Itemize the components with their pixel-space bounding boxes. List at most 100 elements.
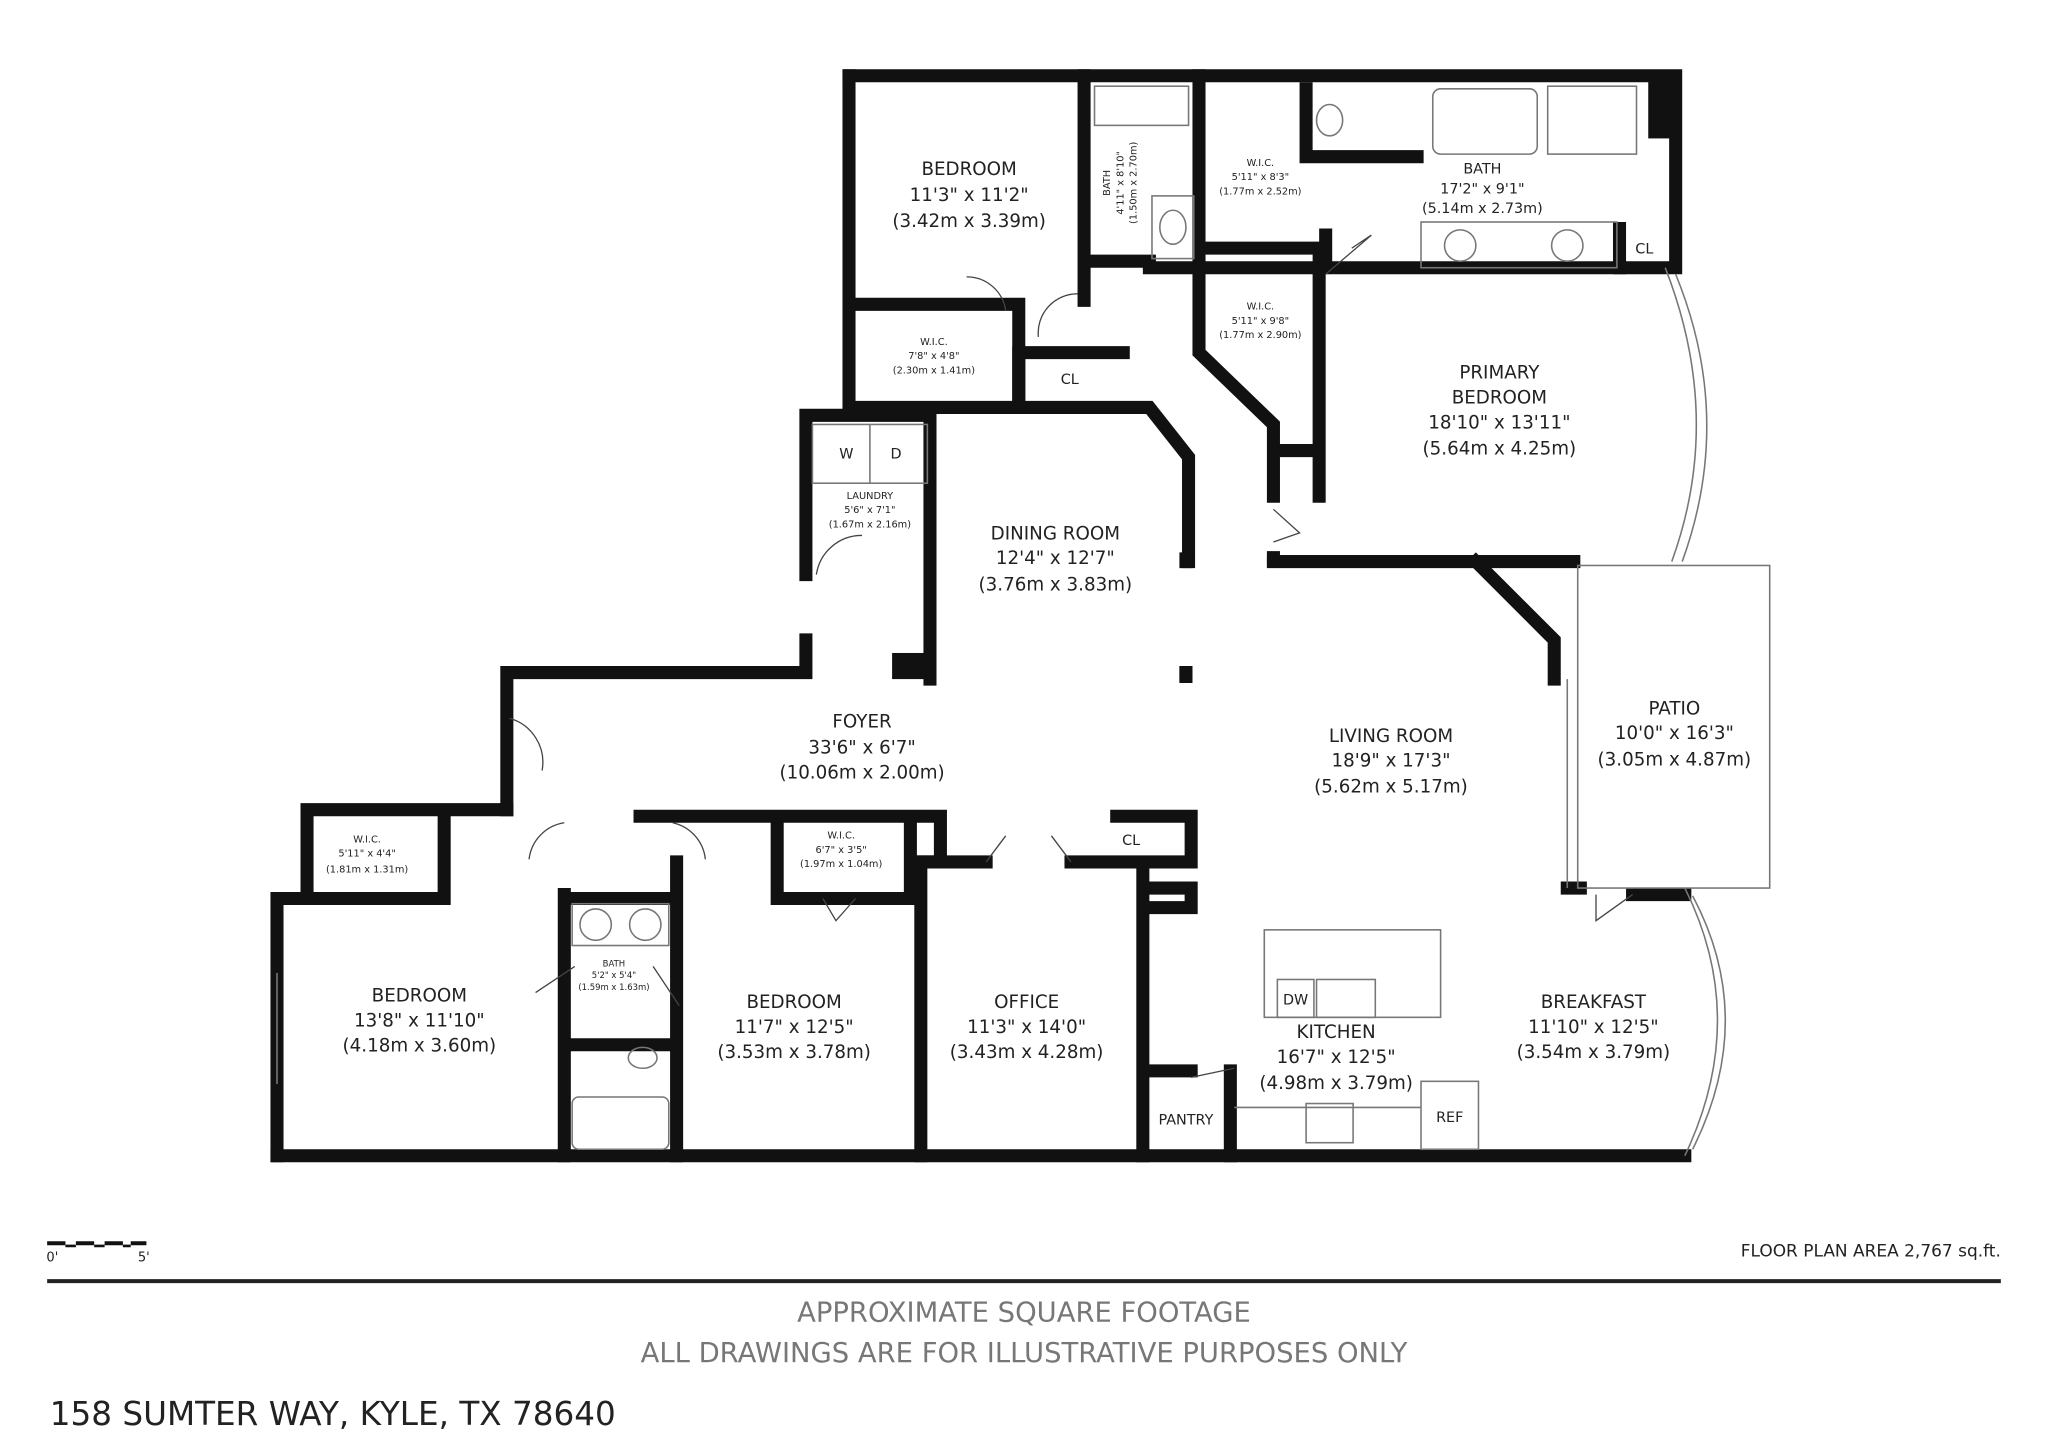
room-bedroom-mid: BEDROOM 11'7" x 12'5" (3.53m x 3.78m)	[717, 992, 871, 1063]
closet-label: CL	[1635, 241, 1653, 257]
room-size-imperial: 12'4" x 12'7"	[996, 548, 1115, 569]
room-name: W.I.C.	[1247, 158, 1275, 169]
refrigerator	[1420, 1080, 1480, 1151]
floor-plan-area: FLOOR PLAN AREA 2,767 sq.ft.	[1741, 1241, 2001, 1261]
room-size-metric: (1.67m x 2.16m)	[829, 520, 911, 531]
room-size-metric: (3.43m x 4.28m)	[950, 1042, 1104, 1063]
room-foyer: FOYER 33'6" x 6'7" (10.06m x 2.00m)	[779, 711, 944, 783]
room-size-metric: (5.62m x 5.17m)	[1314, 777, 1468, 798]
dishwasher-label: DW	[1283, 992, 1308, 1008]
room-size-imperial: 11'10" x 12'5"	[1528, 1017, 1659, 1038]
room-size-imperial: 5'6" x 7'1"	[844, 505, 895, 516]
room-name: BREAKFAST	[1541, 992, 1647, 1013]
room-size-metric: (3.76m x 3.83m)	[979, 574, 1133, 595]
room-size-metric: (1.77m x 2.90m)	[1219, 330, 1301, 341]
walls	[270, 69, 1692, 1163]
dishwasher-box	[1276, 978, 1315, 1019]
room-size-imperial: 13'8" x 11'10"	[354, 1010, 485, 1031]
disclaimer-line-2: ALL DRAWINGS ARE FOR ILLUSTRATIVE PURPOS…	[641, 1338, 1408, 1369]
room-size-metric: (1.97m x 1.04m)	[800, 859, 882, 870]
bathtub-mid	[571, 1096, 670, 1151]
room-name: PRIMARY	[1459, 363, 1540, 384]
room-size-imperial: 4'11" x 8'10"	[1115, 151, 1126, 215]
room-size-metric: (5.14m x 2.73m)	[1422, 201, 1543, 217]
sink	[1315, 978, 1377, 1019]
room-bath-mid: BATH 5'2" x 5'4" (1.59m x 1.63m)	[578, 958, 649, 992]
room-size-metric: (3.05m x 4.87m)	[1598, 749, 1752, 770]
room-name: LIVING ROOM	[1329, 726, 1453, 747]
room-size-metric: (1.81m x 1.31m)	[326, 864, 408, 875]
room-size-metric: (10.06m x 2.00m)	[779, 762, 944, 783]
washer-label: W	[839, 446, 853, 462]
room-name: LAUNDRY	[847, 491, 894, 502]
room-dining: DINING ROOM 12'4" x 12'7" (3.76m x 3.83m…	[979, 523, 1133, 595]
shower	[1546, 85, 1638, 155]
room-kitchen: KITCHEN 16'7" x 12'5" (4.98m x 3.79m)	[1259, 1022, 1413, 1094]
shower-top	[1093, 85, 1190, 127]
room-name: BEDROOM	[372, 986, 467, 1007]
room-wic-mid: W.I.C. 6'7" x 3'5" (1.97m x 1.04m)	[800, 830, 882, 870]
room-size-metric: (3.53m x 3.78m)	[717, 1042, 871, 1063]
room-bath-primary: BATH 17'2" x 9'1" (5.14m x 2.73m)	[1422, 162, 1543, 217]
room-size-metric: (1.59m x 1.63m)	[578, 982, 649, 992]
room-name: DINING ROOM	[991, 523, 1120, 544]
scale-end: 5'	[138, 1251, 150, 1266]
room-size-imperial: 17'2" x 9'1"	[1440, 181, 1524, 197]
room-size-imperial: 18'10" x 13'11"	[1428, 412, 1570, 433]
room-size-imperial: 7'8" x 4'8"	[908, 351, 959, 362]
room-wic-primary-1: W.I.C. 5'11" x 8'3" (1.77m x 2.52m)	[1219, 158, 1301, 198]
room-size-metric: (4.18m x 3.60m)	[343, 1035, 497, 1056]
room-wic-left: W.I.C. 5'11" x 4'4" (1.81m x 1.31m)	[326, 834, 408, 875]
room-size-metric: (1.50m x 2.70m)	[1128, 142, 1139, 224]
disclaimer-line-1: APPROXIMATE SQUARE FOOTAGE	[797, 1298, 1251, 1329]
room-name: BATH	[603, 958, 626, 968]
room-size-imperial: 10'0" x 16'3"	[1615, 723, 1734, 744]
room-size-imperial: 5'11" x 9'8"	[1232, 316, 1290, 327]
room-bedroom-top: BEDROOM 11'3" x 11'2" (3.42m x 3.39m)	[892, 159, 1046, 232]
room-wic-primary-2: W.I.C. 5'11" x 9'8" (1.77m x 2.90m)	[1219, 302, 1301, 342]
room-patio: PATIO 10'0" x 16'3" (3.05m x 4.87m)	[1598, 698, 1752, 770]
room-name: OFFICE	[994, 992, 1059, 1013]
room-size-imperial: 18'9" x 17'3"	[1331, 751, 1450, 772]
scale-bar: 0' 5'	[46, 1241, 150, 1266]
room-size-imperial: 5'11" x 4'4"	[338, 849, 396, 860]
dryer-label: D	[890, 446, 901, 462]
room-size-imperial: 5'11" x 8'3"	[1232, 172, 1290, 183]
room-size-imperial: 33'6" x 6'7"	[808, 738, 915, 759]
room-name: FOYER	[832, 711, 892, 732]
room-living: LIVING ROOM 18'9" x 17'3" (5.62m x 5.17m…	[1314, 726, 1468, 798]
room-size-imperial: 16'7" x 12'5"	[1277, 1047, 1396, 1068]
room-name: W.I.C.	[827, 830, 855, 841]
room-name: BATH	[1102, 170, 1113, 196]
room-name: PATIO	[1648, 698, 1700, 719]
room-breakfast: BREAKFAST 11'10" x 12'5" (3.54m x 3.79m)	[1517, 992, 1671, 1063]
windows-and-fixtures	[276, 85, 1771, 1157]
room-size-metric: (3.42m x 3.39m)	[892, 211, 1046, 232]
room-size-imperial: 11'7" x 12'5"	[735, 1017, 854, 1038]
patio-outline	[1576, 564, 1771, 889]
closet-label: CL	[1061, 372, 1079, 388]
room-name: W.I.C.	[1247, 302, 1275, 313]
scale-start: 0'	[46, 1251, 58, 1266]
room-size-imperial: 5'2" x 5'4"	[592, 970, 636, 980]
room-name: BATH	[1463, 162, 1501, 178]
room-size-metric: (2.30m x 1.41m)	[893, 366, 975, 377]
room-size-imperial: 11'3" x 11'2"	[910, 185, 1029, 206]
room-name: W.I.C.	[920, 337, 948, 348]
refrigerator-label: REF	[1436, 1110, 1463, 1126]
room-size-metric: (1.77m x 2.52m)	[1219, 187, 1301, 198]
room-name: W.I.C.	[353, 834, 381, 845]
room-size-metric: (5.64m x 4.25m)	[1423, 438, 1577, 459]
room-office: OFFICE 11'3" x 14'0" (3.43m x 4.28m)	[950, 992, 1104, 1063]
room-size-imperial: 11'3" x 14'0"	[967, 1017, 1086, 1038]
room-name: BEDROOM	[921, 159, 1016, 180]
closet-label: CL	[1122, 833, 1140, 849]
room-wic-top: W.I.C. 7'8" x 4'8" (2.30m x 1.41m)	[893, 337, 975, 377]
room-size-metric: (3.54m x 3.79m)	[1517, 1042, 1671, 1063]
room-name: KITCHEN	[1297, 1022, 1376, 1043]
range	[1305, 1102, 1354, 1144]
room-name: BEDROOM	[746, 992, 841, 1013]
room-size-imperial: 6'7" x 3'5"	[816, 845, 867, 856]
pantry-label: PANTRY	[1158, 1112, 1213, 1128]
